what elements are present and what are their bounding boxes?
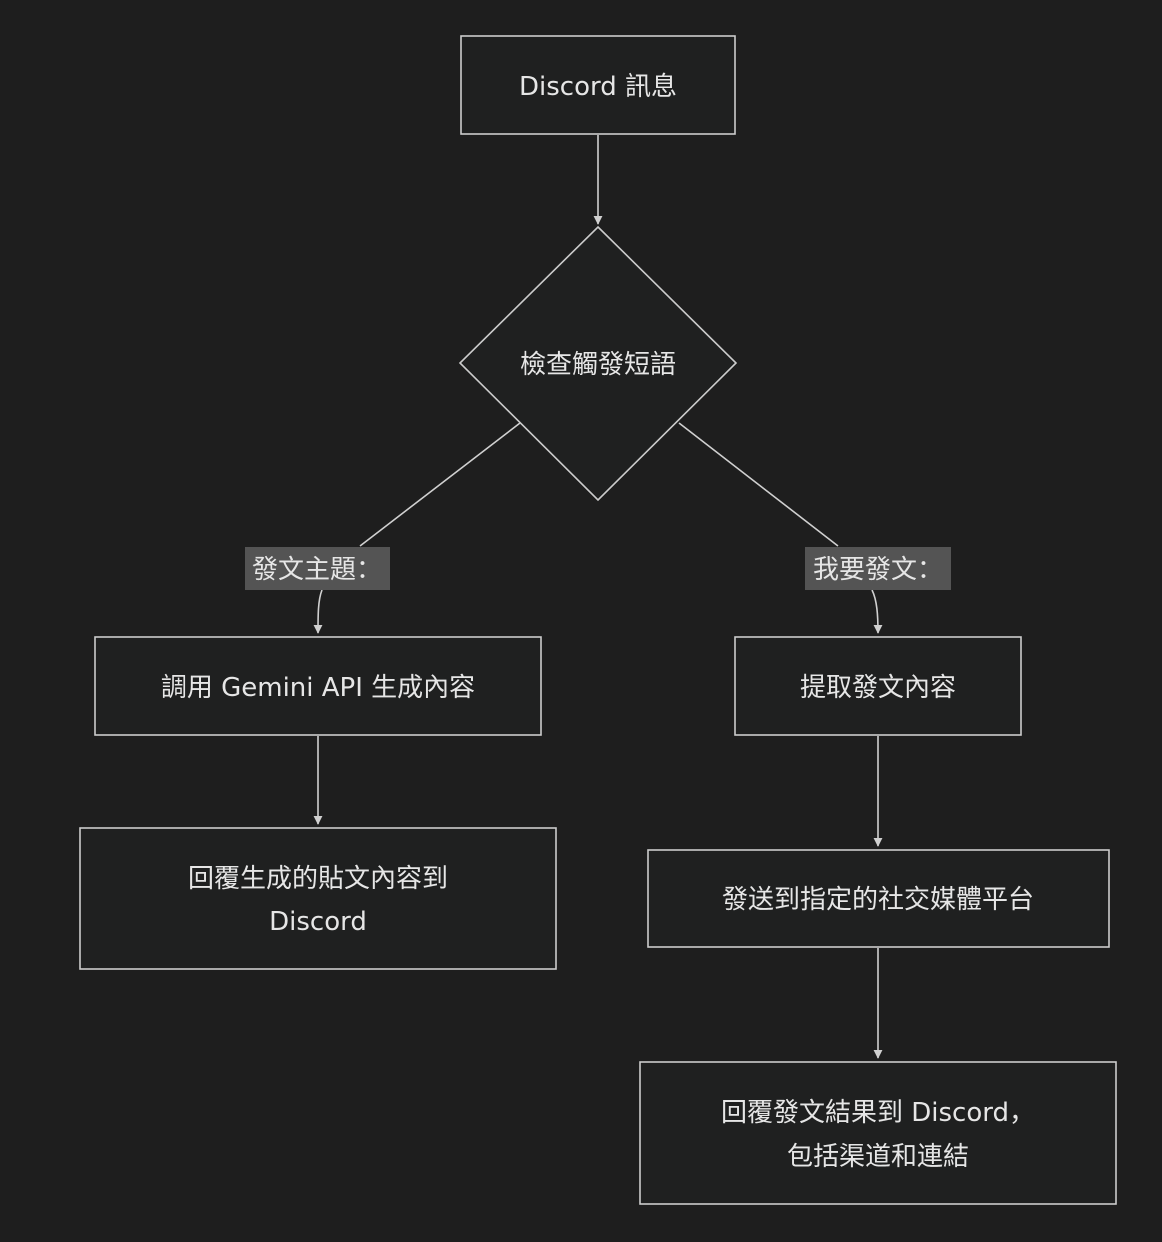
node-reply-generated-box bbox=[79, 827, 557, 970]
node-call-gemini-box bbox=[94, 636, 542, 736]
node-reply-result-line-2: 包括渠道和連結 bbox=[787, 1142, 969, 1172]
node-reply-generated-line-2: Discord bbox=[269, 907, 367, 937]
node-extract-post: 提取發文內容 bbox=[734, 636, 1022, 736]
edge-label-post: 我要發文： bbox=[805, 547, 951, 590]
node-check-trigger-label: 檢查觸發短語 bbox=[520, 350, 676, 380]
edge-label-post-text: 我要發文： bbox=[813, 555, 943, 585]
node-call-gemini: 調用 Gemini API 生成內容 bbox=[94, 636, 542, 736]
edge-label-post-bg bbox=[805, 547, 951, 590]
node-reply-result-box bbox=[639, 1061, 1117, 1205]
edge-check-to-extract bbox=[678, 422, 878, 633]
node-call-gemini-label: 調用 Gemini API 生成內容 bbox=[161, 673, 475, 703]
node-reply-result: 回覆發文結果到 Discord， 包括渠道和連結 bbox=[639, 1061, 1117, 1205]
node-reply-generated: 回覆生成的貼文內容到 Discord bbox=[79, 827, 557, 970]
node-discord-message-box bbox=[460, 35, 736, 135]
edge-check-to-gemini bbox=[318, 422, 521, 633]
node-reply-result-line-1: 回覆發文結果到 Discord， bbox=[721, 1098, 1035, 1128]
edges bbox=[318, 135, 878, 1059]
edge-label-topic-text: 發文主題： bbox=[252, 555, 382, 585]
node-send-social-box bbox=[647, 849, 1110, 948]
node-check-trigger-diamond bbox=[458, 225, 738, 502]
node-extract-post-label: 提取發文內容 bbox=[800, 673, 956, 703]
node-send-social: 發送到指定的社交媒體平台 bbox=[647, 849, 1110, 948]
node-reply-generated-line-1: 回覆生成的貼文內容到 bbox=[188, 864, 448, 894]
node-send-social-label: 發送到指定的社交媒體平台 bbox=[722, 885, 1034, 915]
node-extract-post-box bbox=[734, 636, 1022, 736]
node-discord-message: Discord 訊息 bbox=[460, 35, 736, 135]
node-discord-message-label: Discord 訊息 bbox=[519, 72, 677, 102]
node-check-trigger: 檢查觸發短語 bbox=[458, 225, 738, 502]
edge-label-topic-bg bbox=[245, 547, 390, 590]
edge-label-topic: 發文主題： bbox=[245, 547, 390, 590]
